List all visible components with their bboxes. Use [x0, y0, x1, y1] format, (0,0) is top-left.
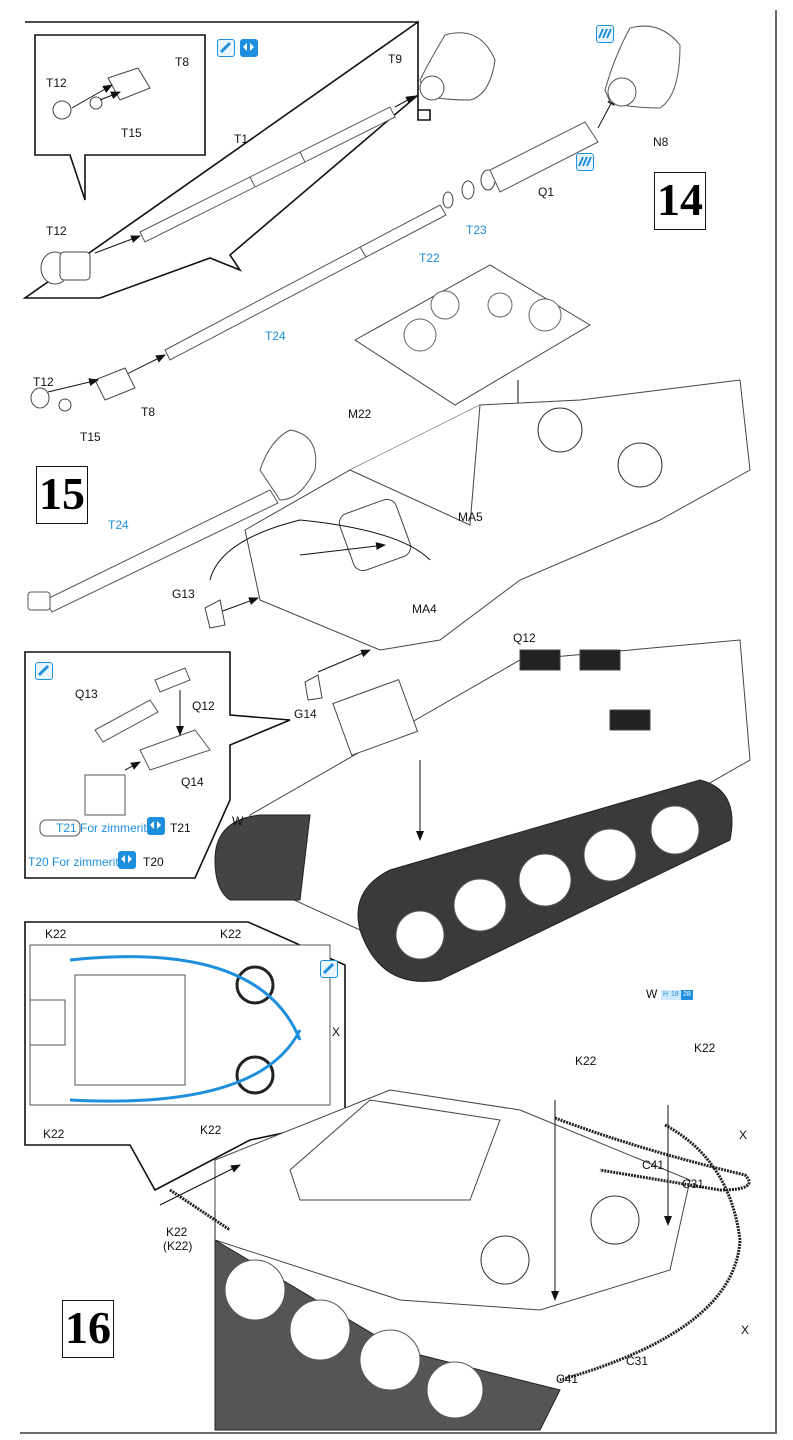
label-k22-a: K22: [575, 1054, 597, 1068]
road-wheels-step16: [224, 1259, 484, 1419]
label-k22-left: K22: [166, 1225, 188, 1239]
track-badge-28: 28: [681, 990, 693, 1000]
step-number-15: 15: [36, 466, 88, 524]
label-q13: Q13: [75, 687, 98, 701]
tow-cable-a: [554, 1116, 751, 1192]
label-k22-left-alt: (K22): [163, 1239, 193, 1253]
label-t24-step14: T24: [265, 329, 286, 343]
part-g13: [204, 599, 226, 629]
label-t20: T20: [143, 855, 164, 869]
label-t21-zimmerit: T21 For zimmerit: [56, 821, 147, 835]
label-t12-callout: T12: [46, 76, 67, 90]
label-t21: T21: [170, 821, 191, 835]
label-t15-lower: T15: [80, 430, 101, 444]
label-t15-callout: T15: [121, 126, 142, 140]
track-badge-h: H: [661, 990, 671, 1000]
label-c31-bottom: C31: [626, 1354, 649, 1368]
tow-cable-left: [169, 1188, 231, 1232]
tow-cable-blue-top: [69, 955, 302, 1041]
label-c41-top: C41: [642, 1158, 665, 1172]
callout-small-parts: [52, 67, 151, 120]
page-frame: [20, 10, 777, 1434]
label-q12-callout: Q12: [192, 699, 215, 713]
top-view-hull: [29, 944, 331, 1106]
label-k22-b: K22: [694, 1041, 716, 1055]
step15-callout-outline: [24, 651, 291, 879]
label-t8-callout: T8: [175, 55, 190, 69]
label-x-bottom: X: [741, 1323, 750, 1337]
label-k22-callout-bl: K22: [43, 1127, 65, 1141]
label-k22-callout-tl: K22: [45, 927, 67, 941]
label-q14: Q14: [181, 775, 204, 789]
label-q1: Q1: [538, 185, 555, 199]
label-k22-callout-br: K22: [200, 1123, 222, 1137]
tow-cable-blue-bottom: [69, 1029, 302, 1103]
label-t24-step15: T24: [108, 518, 129, 532]
label-g14: G14: [294, 707, 317, 721]
tow-cable-b: [559, 1123, 742, 1382]
either-side-icon: [118, 851, 136, 869]
label-t8-lower: T8: [141, 405, 156, 419]
paint-brush-icon: [217, 39, 235, 57]
label-t1: T1: [234, 132, 249, 146]
label-q12-main: Q12: [513, 631, 536, 645]
sleeve-q1: [489, 121, 599, 193]
label-t20-zimmerit: T20 For zimmerit: [28, 855, 119, 869]
paint-brush-icon: [35, 662, 53, 680]
barrel-t24-step15: [27, 429, 317, 613]
label-k22-callout-tr: K22: [220, 927, 242, 941]
part-g14: [304, 674, 323, 701]
label-m22: M22: [348, 407, 372, 421]
road-wheels: [395, 805, 700, 960]
either-side-icon: [147, 817, 165, 835]
label-ma5: MA5: [458, 510, 483, 524]
label-t12: T12: [46, 224, 67, 238]
label-t23: T23: [466, 223, 487, 237]
label-n8: N8: [653, 135, 669, 149]
roof-plate-m22: [354, 264, 591, 406]
upper-hull: [244, 379, 751, 651]
label-t9: T9: [388, 52, 403, 66]
label-x-callout: X: [332, 1025, 341, 1039]
either-side-icon: [240, 39, 258, 57]
paint-stripe-icon: [576, 153, 594, 171]
paint-brush-icon: [320, 960, 338, 978]
label-t22: T22: [419, 251, 440, 265]
lower-hull: [249, 639, 751, 931]
paint-stripe-icon: [596, 25, 614, 43]
label-w-main: W: [232, 814, 244, 828]
label-x-top: X: [739, 1128, 748, 1142]
callout-gun-parts: [39, 667, 211, 837]
barrel-t1: [139, 106, 396, 243]
track-badge-18: 18: [669, 990, 681, 1000]
barrel-t24-step14: [164, 204, 447, 361]
step-number-14: 14: [654, 172, 706, 230]
track-left: [214, 814, 311, 901]
step14-inner-callout: [34, 34, 206, 201]
label-c41-bottom: C41: [556, 1372, 579, 1386]
label-ma4: MA4: [412, 602, 437, 616]
rear-hull-view: [214, 1089, 691, 1311]
label-g13: G13: [172, 587, 195, 601]
label-w-track: W: [646, 987, 658, 1001]
muzzle-brake-t12: [40, 251, 91, 285]
label-c31-top: C31: [682, 1177, 705, 1191]
step-number-16: 16: [62, 1300, 114, 1358]
label-t12-lower: T12: [33, 375, 54, 389]
lower-muzzle-parts: [30, 367, 136, 412]
